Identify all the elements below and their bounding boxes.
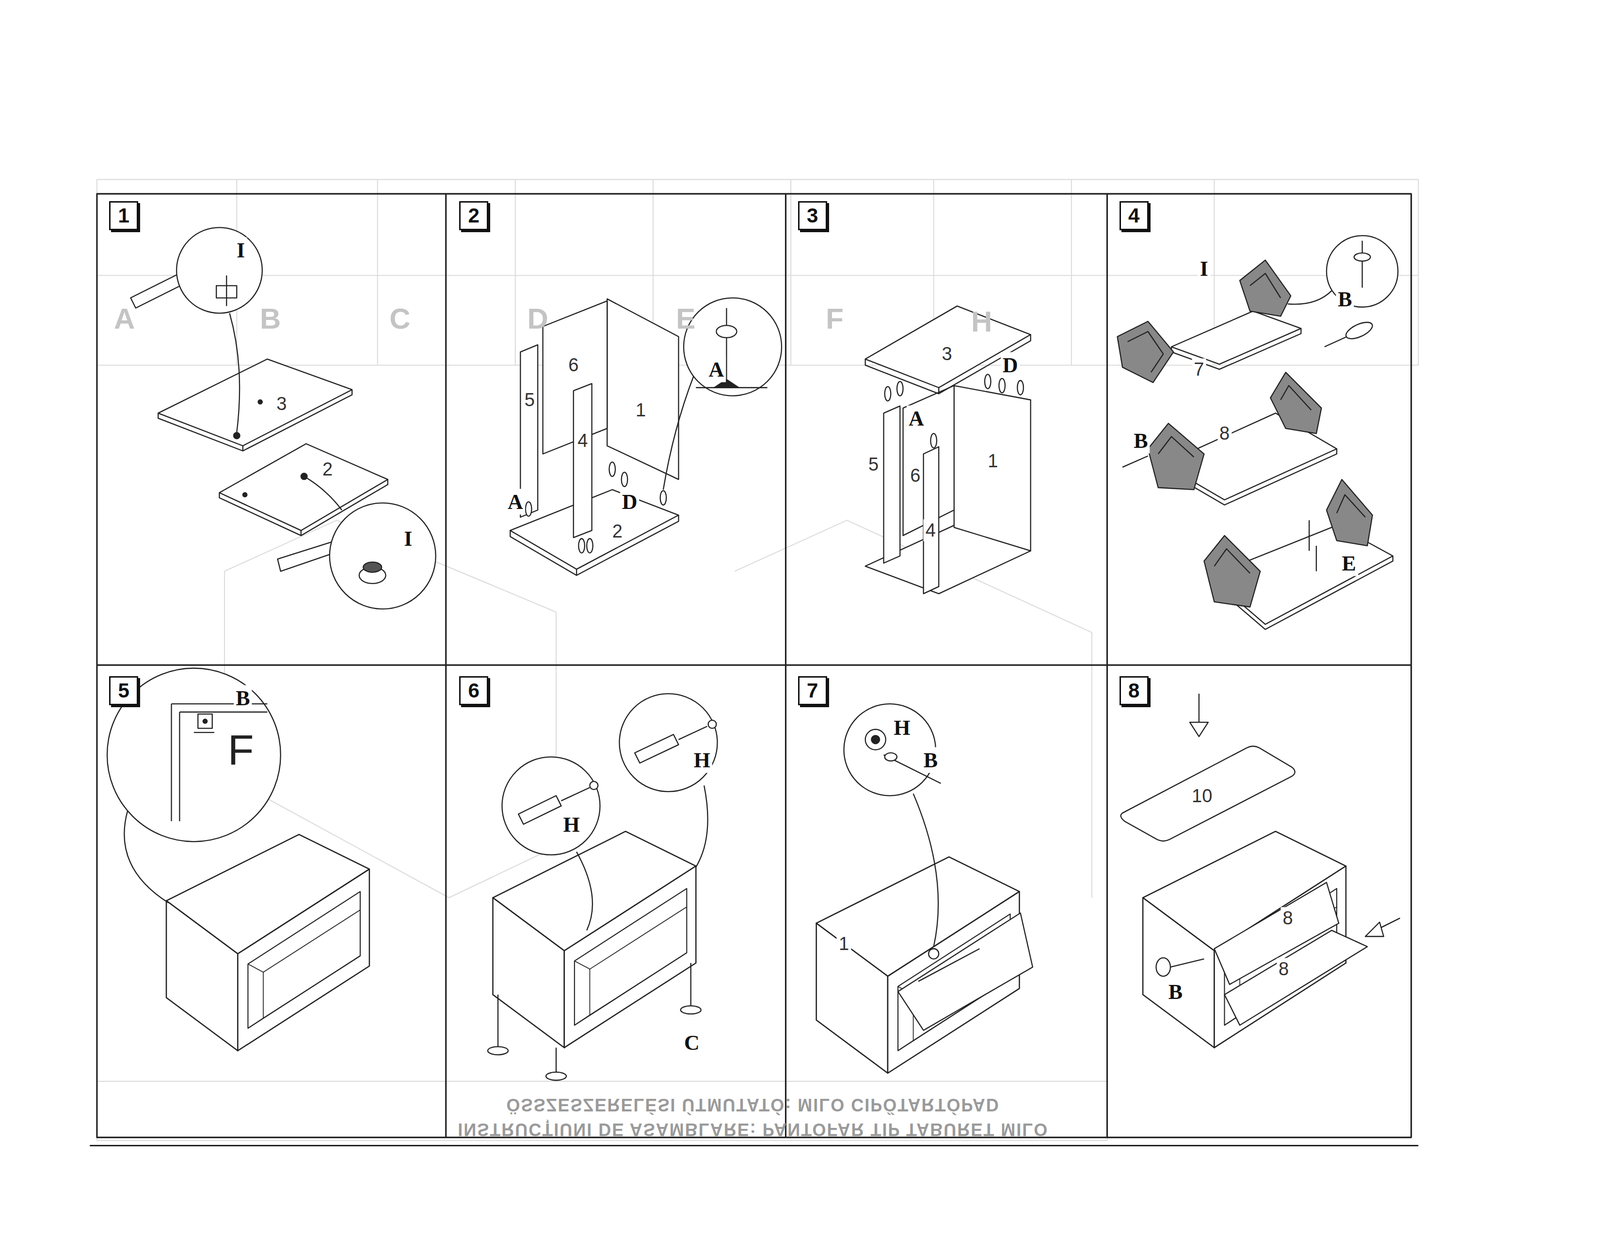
hardware-letter: B <box>1335 286 1354 312</box>
hardware-letter: D <box>620 489 640 515</box>
hardware-letter: E <box>1340 550 1359 576</box>
part-number: 7 <box>1191 358 1206 381</box>
bleed-through-letter: H <box>969 304 994 339</box>
step-number-box: 7 <box>798 676 828 706</box>
bleed-through-letter: B <box>257 301 283 336</box>
bleed-through-letter: E <box>673 301 698 336</box>
bleed-through-letter: D <box>525 301 550 336</box>
step-number-box: 3 <box>798 201 828 231</box>
hardware-letter: H <box>691 747 713 773</box>
step-number: 3 <box>806 205 818 226</box>
hardware-letter: B <box>233 685 252 711</box>
hardware-letter: I <box>234 237 247 263</box>
hardware-letter: A <box>906 405 927 432</box>
part-number: 8 <box>1217 422 1232 445</box>
hardware-letter: H <box>560 811 582 838</box>
part-number: 10 <box>1189 784 1215 807</box>
step-number: 1 <box>118 205 130 226</box>
step-number-box: 5 <box>109 676 139 706</box>
step-number-box: 1 <box>109 201 139 231</box>
part-number: 1 <box>985 450 1000 473</box>
hardware-letter: B <box>1166 978 1185 1005</box>
part-number: 8 <box>1280 907 1295 930</box>
bleed-through-letter: A <box>112 301 137 336</box>
hardware-letter: I <box>401 526 415 552</box>
bleed-through-letter: F <box>823 301 846 336</box>
part-number: 4 <box>923 519 938 542</box>
step-number: 4 <box>1128 205 1140 226</box>
hardware-letter: B <box>1131 428 1150 454</box>
part-number: 2 <box>610 520 625 543</box>
hardware-letter: C <box>682 1029 702 1056</box>
step-number-box: 6 <box>459 676 489 706</box>
part-number: 3 <box>939 343 954 366</box>
hardware-letter: F <box>225 724 256 776</box>
step-number: 6 <box>467 680 480 702</box>
part-number: 4 <box>575 430 590 452</box>
step-number: 2 <box>467 205 480 226</box>
part-number: 6 <box>908 464 923 487</box>
hardware-letter: I <box>1198 255 1211 282</box>
part-number: 3 <box>274 393 289 416</box>
step-number-box: 2 <box>459 201 489 231</box>
part-number: 2 <box>320 458 335 481</box>
bleed-through-title: INSTRUCȚIUNI DE ASAMBLARE: PANTOFAR TIP … <box>455 1119 1051 1141</box>
part-number: 5 <box>522 389 537 412</box>
bleed-through-letter: C <box>387 301 413 336</box>
part-number: 6 <box>566 354 581 377</box>
hardware-letter: A <box>706 356 727 383</box>
bleed-through-title: ÖSSZESZERELÉSI ÚTMUTATÓ: MILO CIPŐTARTÓP… <box>504 1094 1002 1116</box>
part-number: 1 <box>836 932 851 955</box>
step-number-box: 8 <box>1119 676 1149 706</box>
part-number: 8 <box>1276 958 1291 981</box>
hardware-letter: H <box>891 714 912 741</box>
hardware-letter: B <box>921 747 940 773</box>
part-number: 5 <box>866 453 881 476</box>
step-number: 7 <box>806 680 818 702</box>
step-number: 5 <box>118 680 130 702</box>
step-number-box: 4 <box>1119 201 1149 231</box>
hardware-letter: A <box>505 489 526 515</box>
part-number: 1 <box>633 399 648 422</box>
hardware-letter: D <box>1000 352 1021 379</box>
step-number: 8 <box>1128 680 1140 702</box>
